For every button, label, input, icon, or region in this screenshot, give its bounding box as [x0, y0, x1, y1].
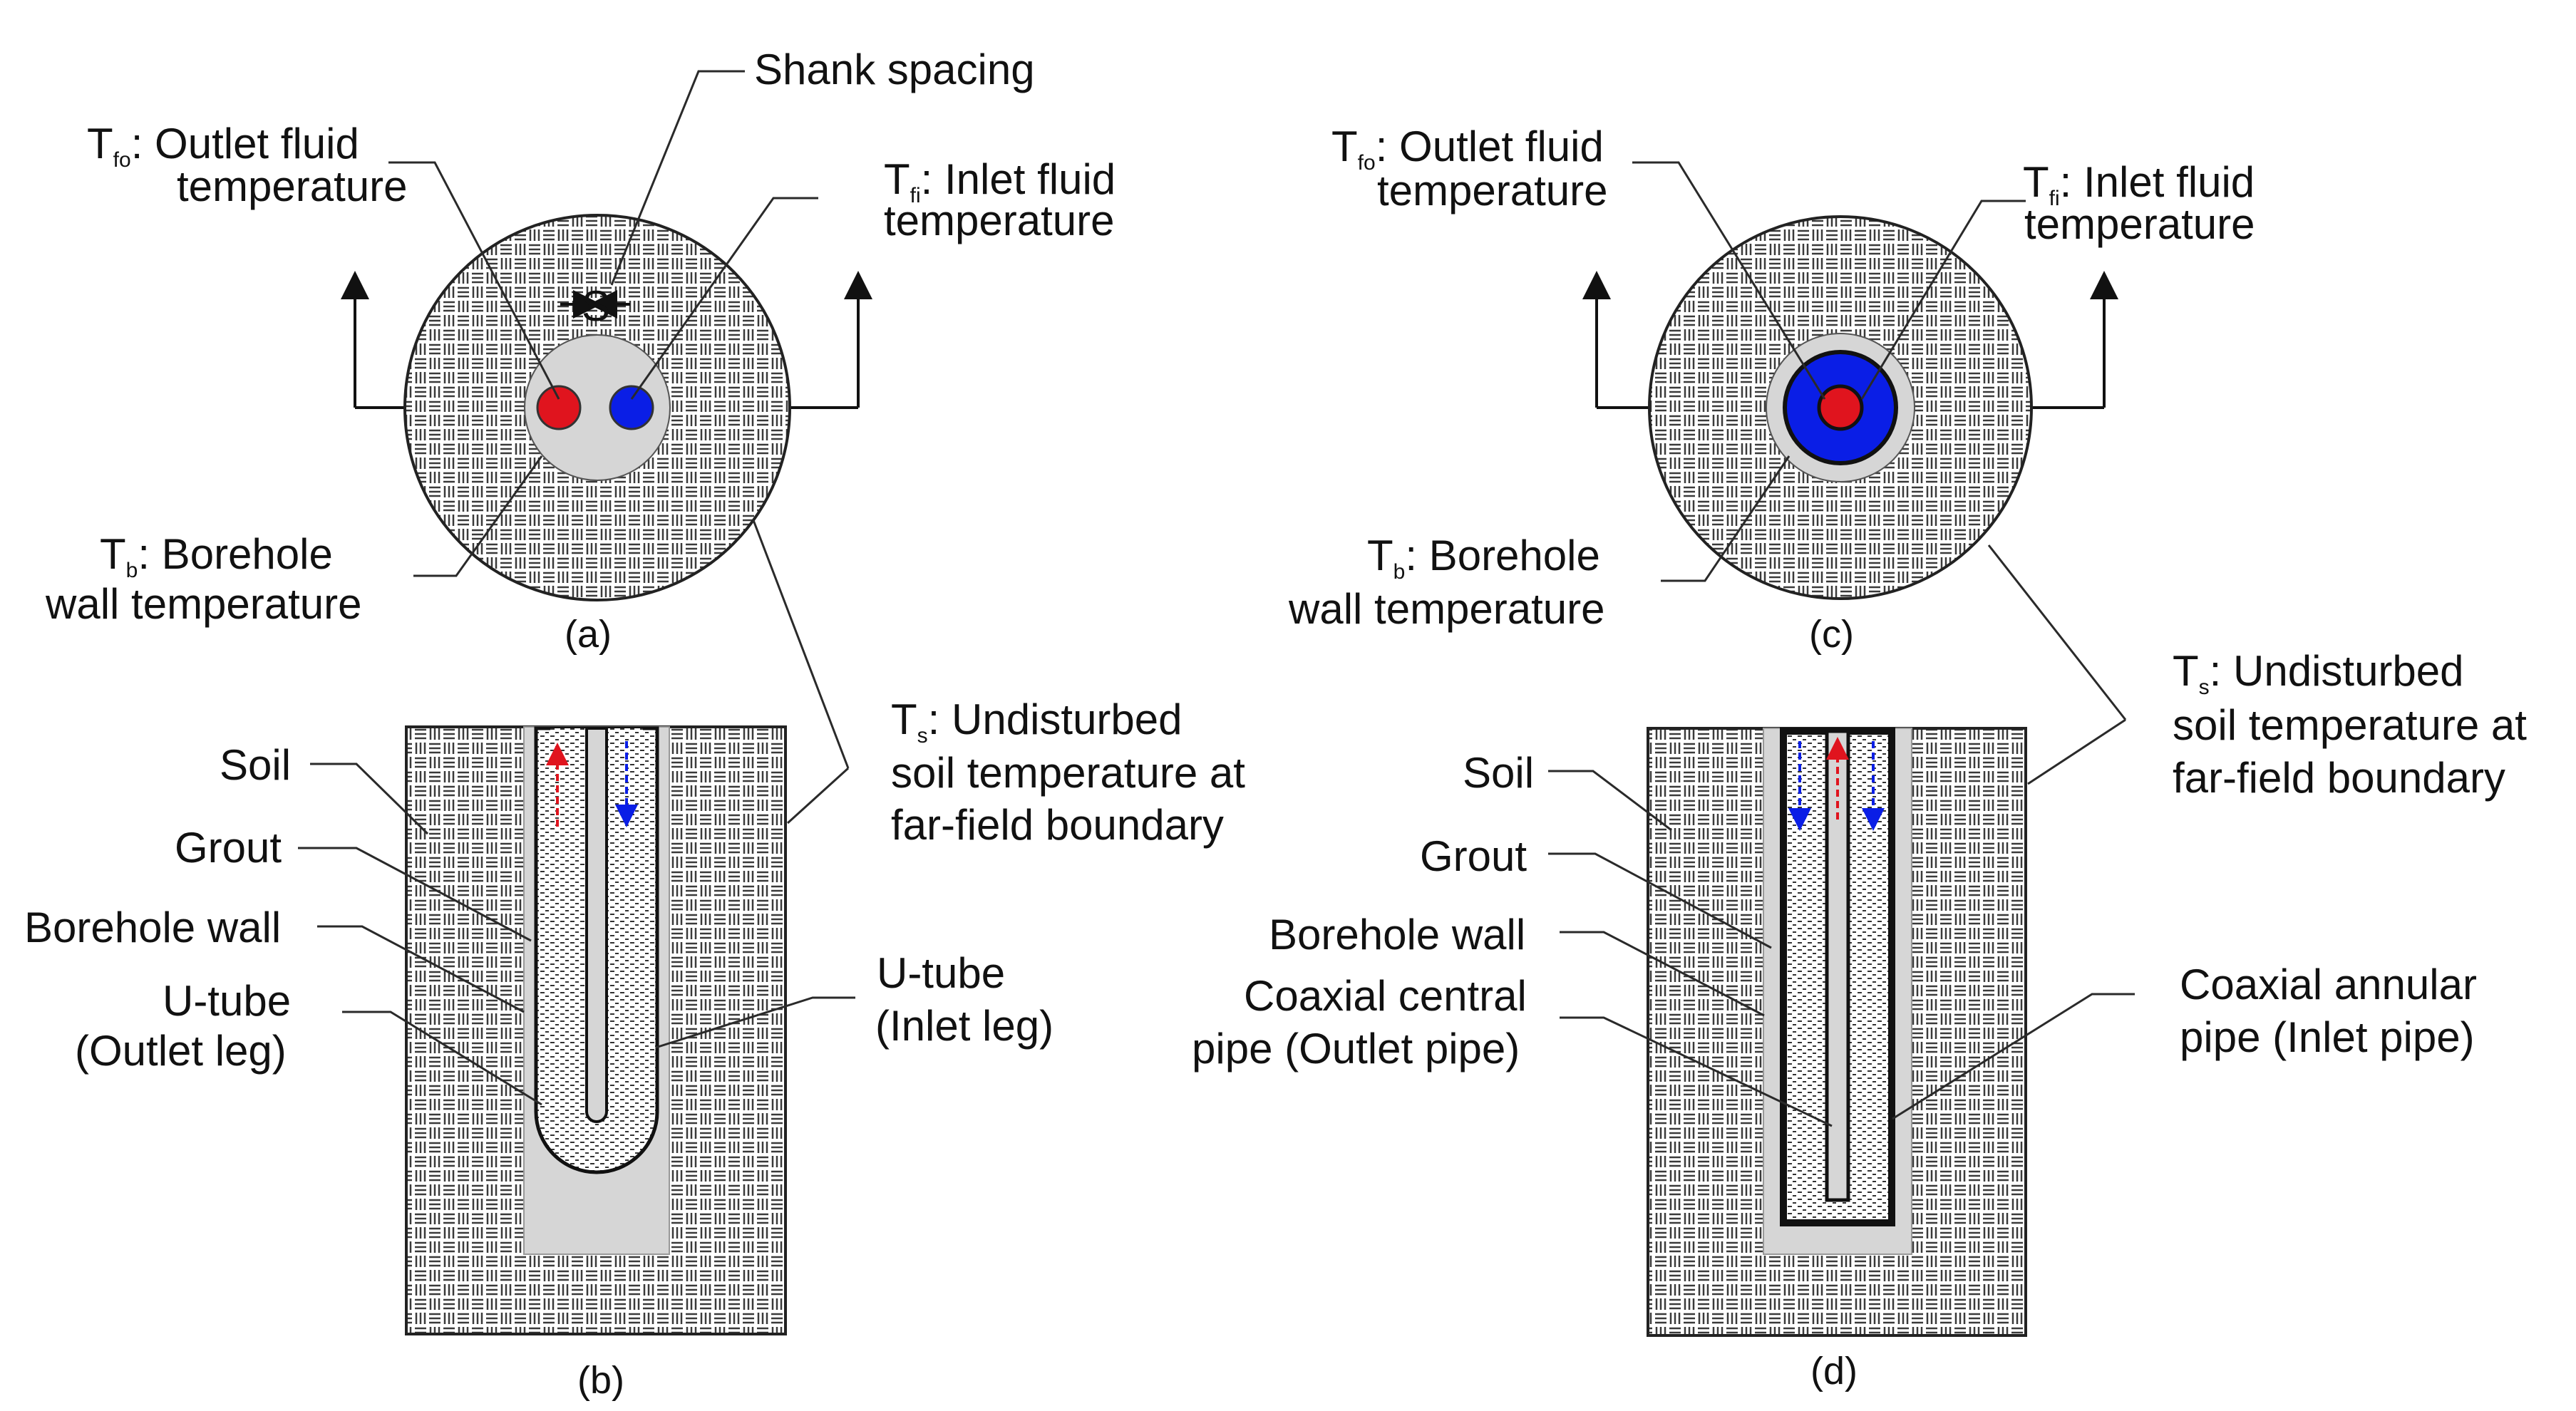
- leader-grout-b: [298, 847, 532, 942]
- ts-label-right: Ts: Undisturbed soil temperature at far-…: [1987, 544, 2527, 802]
- ts-label-right-line2: soil temperature at: [2173, 701, 2527, 749]
- leader-inlet-c: [1860, 200, 2026, 400]
- ts-label-left-line1: Ts: Undisturbed: [891, 696, 1183, 748]
- outlet-pipe-a: [536, 385, 582, 430]
- grout-label-d: Grout: [1420, 832, 1527, 880]
- utube-divider-b: [585, 727, 608, 1123]
- panel-b: Soil Grout Borehole wall U-tube (Outlet …: [24, 725, 1053, 1402]
- borehole-temp-label-a: Tb: Borehole: [100, 530, 333, 582]
- leader-ts-to-block-d: [2027, 718, 2126, 785]
- leader-outlet-c: [1632, 161, 1826, 400]
- leader-annular-pipe-d: [1892, 993, 2135, 1120]
- annular-pipe-label-2: pipe (Inlet pipe): [2180, 1013, 2475, 1061]
- utube-outlet-label-2: (Outlet leg): [75, 1027, 287, 1075]
- utube-inlet-label-2: (Inlet leg): [875, 1002, 1053, 1050]
- inlet-temp-label-a-line2: temperature: [884, 197, 1115, 244]
- borehole-wall-label-d: Borehole wall: [1269, 911, 1525, 958]
- grout-label-b: Grout: [175, 824, 282, 872]
- leader-ts-to-circle-c: [1987, 544, 2127, 720]
- ts-label-right-line1: Ts: Undisturbed: [2173, 647, 2464, 699]
- central-pipe-label-1: Coaxial central: [1244, 972, 1527, 1020]
- outlet-temp-label-a-line2: temperature: [177, 162, 408, 210]
- leader-ts-to-block-b: [786, 767, 850, 825]
- panel-d: Soil Grout Borehole wall Coaxial central…: [1192, 727, 2477, 1392]
- panel-c: Tfo: Outlet fluid temperature Tfi: Inlet…: [1288, 123, 2255, 656]
- leader-outlet-a: [388, 161, 560, 400]
- borehole-temp-label-c-line2: wall temperature: [1288, 585, 1605, 633]
- caption-a: (a): [565, 613, 612, 656]
- leader-central-pipe-d: [1560, 1016, 1833, 1127]
- ts-label-right-line3: far-field boundary: [2173, 754, 2505, 802]
- outlet-temp-label-a: Tfo: Outlet fluid: [87, 120, 359, 172]
- leader-borehole-c: [1661, 455, 1791, 582]
- leader-borehole-a: [413, 455, 543, 577]
- soil-label-d: Soil: [1463, 749, 1534, 797]
- leader-inlet-leg-b: [655, 996, 855, 1049]
- inlet-temp-label-c: Tfi: Inlet fluid: [2023, 158, 2255, 210]
- ts-label-left-line3: far-field boundary: [891, 801, 1224, 849]
- leader-borehole-wall-b: [317, 925, 525, 1013]
- ts-label-left: Ts: Undisturbed soil temperature at far-…: [752, 520, 1245, 849]
- shank-spacing-label: Shank spacing: [754, 46, 1035, 93]
- utube-outlet-label-1: U-tube: [163, 977, 291, 1025]
- ts-label-left-line2: soil temperature at: [891, 749, 1245, 797]
- leader-borehole-wall-d: [1560, 931, 1765, 1017]
- leader-soil-b: [310, 763, 429, 835]
- panel-a: S Shank spacing Tfo: Outlet fluid temper…: [45, 46, 1116, 656]
- central-pipe-label-2: pipe (Outlet pipe): [1192, 1025, 1520, 1073]
- leader-ts-to-circle-a: [752, 520, 850, 769]
- borehole-grout-a: [524, 334, 671, 481]
- leader-soil-d: [1548, 770, 1672, 832]
- leader-grout-d: [1548, 852, 1772, 949]
- leader-outlet-leg-b: [342, 1011, 542, 1106]
- annular-pipe-label-1: Coaxial annular: [2180, 961, 2477, 1008]
- utube-inlet-label-1: U-tube: [877, 949, 1005, 997]
- borehole-temp-label-a-line2: wall temperature: [45, 580, 362, 628]
- inlet-temp-label-c-line2: temperature: [2024, 200, 2255, 248]
- spacing-symbol: S: [582, 282, 610, 330]
- caption-d: (d): [1810, 1350, 1858, 1392]
- caption-c: (c): [1809, 613, 1854, 656]
- soil-label-b: Soil: [220, 741, 291, 789]
- caption-b: (b): [577, 1359, 624, 1402]
- leader-shank-spacing: [610, 70, 745, 286]
- borehole-wall-label-b: Borehole wall: [24, 904, 281, 951]
- inlet-pipe-a: [609, 385, 654, 430]
- central-pipe-d: [1825, 729, 1850, 1202]
- leader-inlet-a: [630, 197, 818, 400]
- borehole-temp-label-c: Tb: Borehole: [1367, 532, 1600, 584]
- inlet-temp-label-a: Tfi: Inlet fluid: [884, 155, 1116, 207]
- central-pipe-c: [1817, 384, 1864, 431]
- outlet-temp-label-c: Tfo: Outlet fluid: [1331, 123, 1604, 175]
- outlet-temp-label-c-line2: temperature: [1377, 167, 1608, 215]
